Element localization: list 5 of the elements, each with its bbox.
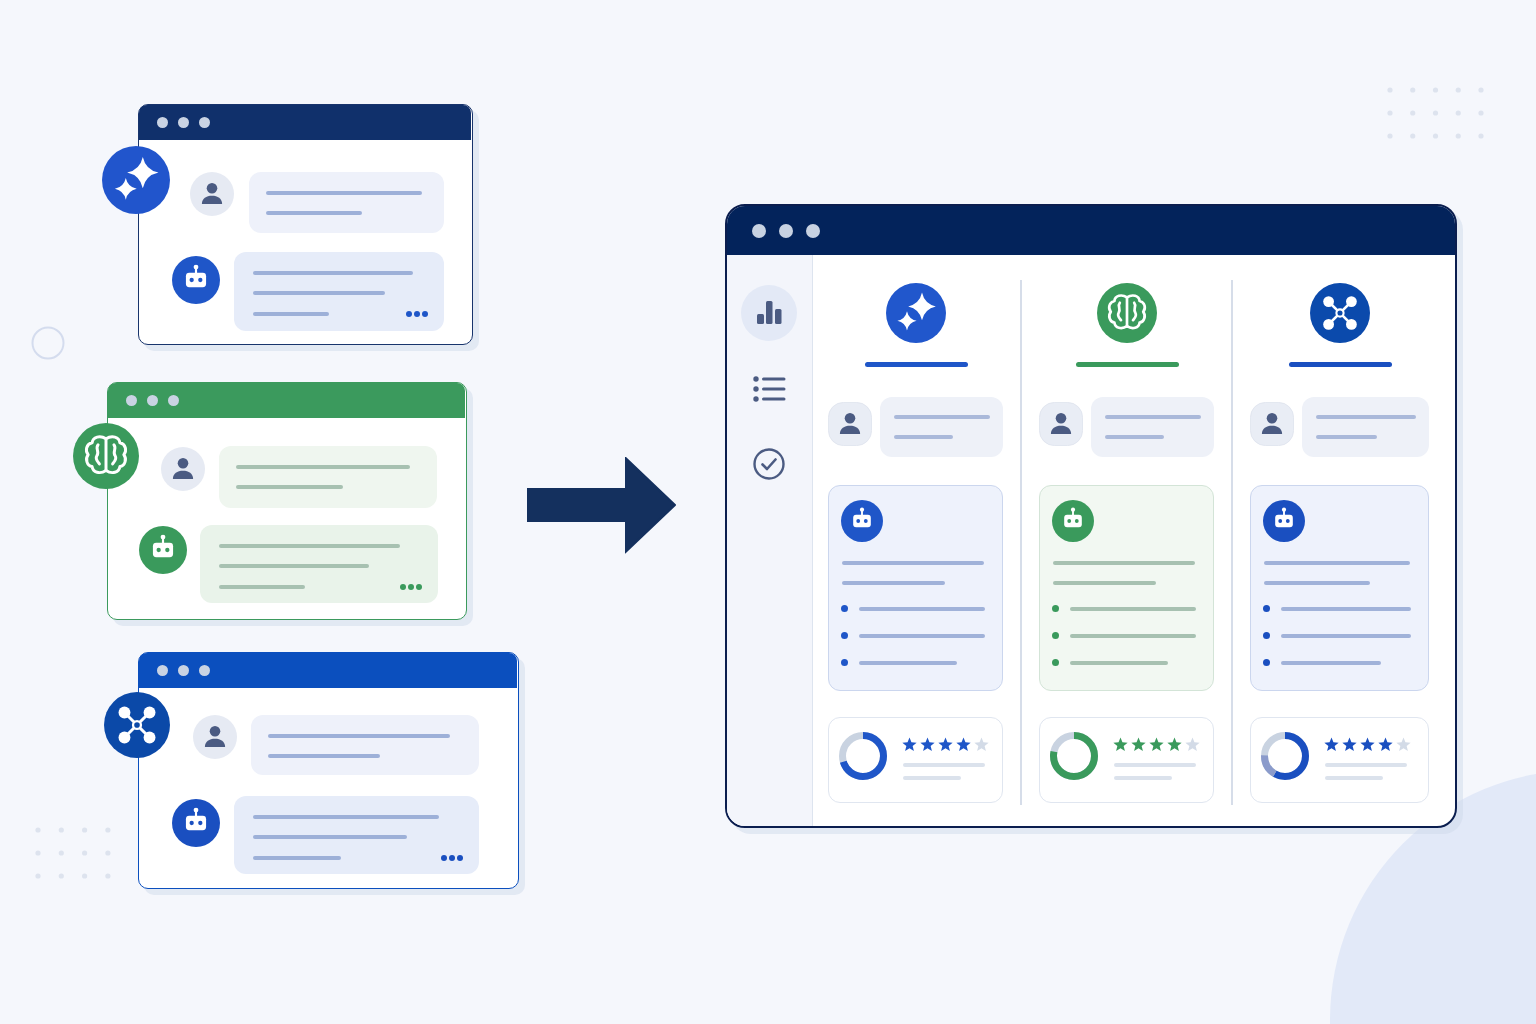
arrow: [527, 456, 676, 554]
chat-window: [138, 652, 519, 889]
dashboard-window: [725, 204, 1457, 828]
chat-window: [138, 104, 473, 345]
chat-window: [107, 382, 467, 620]
